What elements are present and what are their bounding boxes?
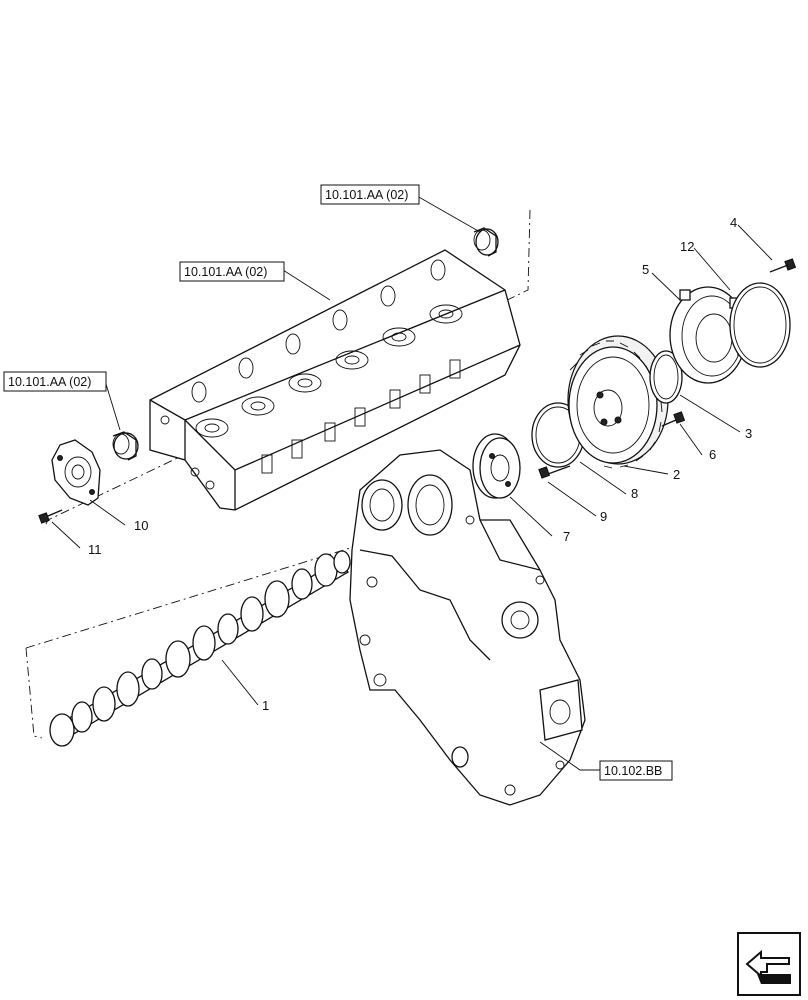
head-ports: [160, 259, 461, 490]
rear-cover[interactable]: [51, 439, 101, 506]
bearing-ring-left[interactable]: [112, 431, 139, 461]
bearing-ring-top[interactable]: [473, 227, 499, 257]
gasket[interactable]: [729, 282, 791, 368]
ref-cover-text: 10.102.BB: [604, 764, 662, 778]
arrow-icon: [745, 949, 791, 984]
bolt-6[interactable]: [661, 411, 686, 427]
bolt-9[interactable]: [538, 465, 571, 479]
hub[interactable]: [472, 433, 521, 499]
callout-12: 12: [680, 239, 694, 254]
ref-top-text: 10.101.AA (02): [325, 188, 408, 202]
callout-7: 7: [563, 529, 570, 544]
cam-lobes: [49, 550, 351, 747]
camshaft-gear[interactable]: [567, 335, 669, 469]
callout-2: 2: [673, 467, 680, 482]
bolt-4[interactable]: [769, 258, 797, 273]
cylinder-head[interactable]: [149, 249, 521, 511]
ref-box-left[interactable]: 10.101.AA (02): [3, 371, 107, 392]
callout-5: 5: [642, 262, 649, 277]
bolt-11[interactable]: [38, 509, 63, 524]
callout-11: 11: [88, 542, 102, 557]
callout-3: 3: [745, 426, 752, 441]
callout-10: 10: [134, 518, 148, 533]
ref-box-cover[interactable]: 10.102.BB: [599, 760, 673, 781]
ref-box-top[interactable]: 10.101.AA (02): [320, 184, 420, 205]
camshaft[interactable]: [49, 550, 351, 747]
ref-box-head[interactable]: 10.101.AA (02): [179, 261, 285, 282]
nav-arrow-button[interactable]: [737, 932, 801, 996]
callout-labels: 1 2 3 4 5 6 7 8 9 10 11 12: [88, 215, 752, 713]
ref-head-text: 10.101.AA (02): [184, 265, 267, 279]
leader-lines: [51, 195, 773, 771]
callout-4: 4: [730, 215, 737, 230]
head-bosses: [195, 304, 463, 438]
o-ring-3[interactable]: [649, 350, 683, 404]
ref-left-text: 10.101.AA (02): [8, 375, 91, 389]
callout-6: 6: [709, 447, 716, 462]
front-timing-cover[interactable]: [349, 449, 586, 806]
callout-9: 9: [600, 509, 607, 524]
callout-8: 8: [631, 486, 638, 501]
callout-1: 1: [262, 698, 269, 713]
